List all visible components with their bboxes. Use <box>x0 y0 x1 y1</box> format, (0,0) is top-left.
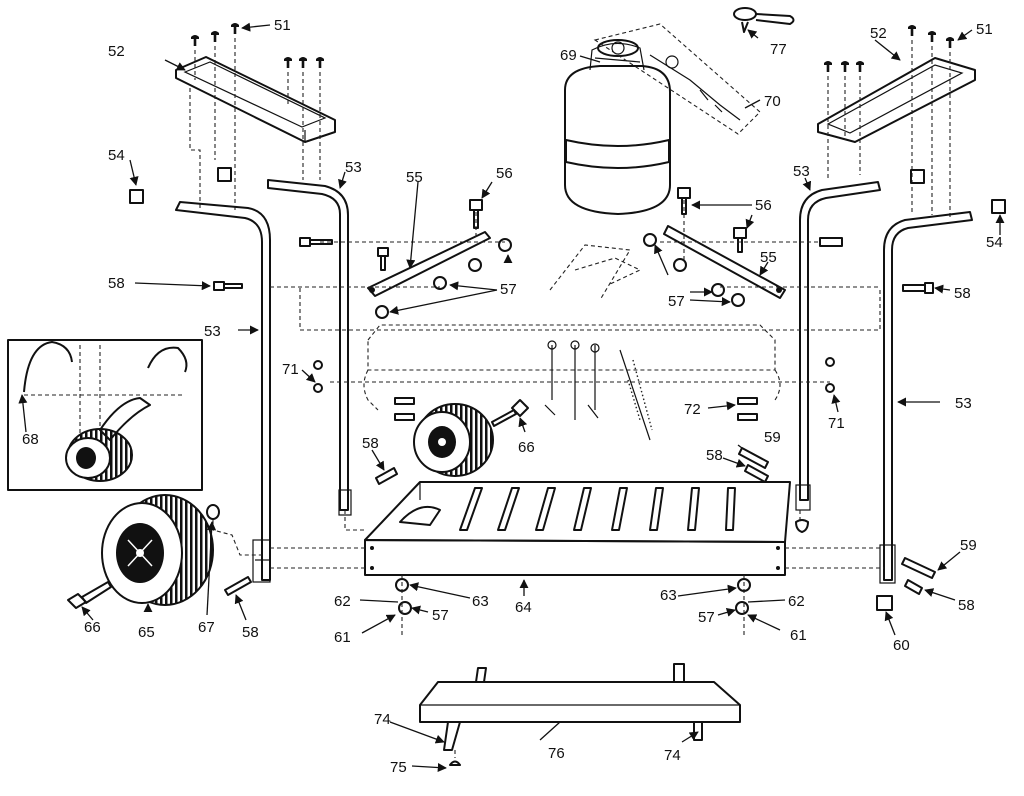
right-shelf-guides <box>827 40 951 220</box>
callout-62: 62 <box>334 593 351 610</box>
leg-cap-60 <box>876 595 893 611</box>
propane-tank <box>564 39 671 215</box>
callout-66: 66 <box>84 619 101 636</box>
callout-75: 75 <box>390 759 407 776</box>
bottom-panel <box>419 663 741 766</box>
callout-57: 57 <box>668 293 685 310</box>
callout-53: 53 <box>204 323 221 340</box>
bolts-58-59-right <box>375 447 936 595</box>
callout-61: 61 <box>790 627 807 644</box>
right-front-leg <box>879 211 973 584</box>
callout-74: 74 <box>664 747 681 764</box>
callout-74: 74 <box>374 711 391 728</box>
callout-51: 51 <box>274 17 291 34</box>
screws-71-72 <box>313 357 835 421</box>
callout-52: 52 <box>108 43 125 60</box>
axle-bolt-66 <box>67 581 112 609</box>
callout-65: 65 <box>138 624 155 641</box>
right-leg-cap <box>991 199 1006 214</box>
right-shelf-bracket <box>817 57 976 143</box>
bottom-hardware <box>395 575 751 635</box>
callout-68: 68 <box>22 431 39 448</box>
left-rear-leg <box>267 179 352 516</box>
axle-bolt-center <box>491 399 529 427</box>
callout-71: 71 <box>828 415 845 432</box>
callout-58: 58 <box>706 447 723 464</box>
right-burner-bracket <box>663 225 786 299</box>
callout-67: 67 <box>198 619 215 636</box>
regulator-hose-kit <box>593 23 761 135</box>
callout-69: 69 <box>560 47 577 64</box>
axle-guide <box>212 520 262 556</box>
callout-54: 54 <box>108 147 125 164</box>
left-rear-leg-cap <box>217 167 232 182</box>
left-leg-cap <box>129 189 144 204</box>
callout-64: 64 <box>515 599 532 616</box>
callout-77: 77 <box>770 41 787 58</box>
callout-58: 58 <box>242 624 259 641</box>
callout-labels: 51 51 52 52 53 53 53 53 54 54 55 55 56 5… <box>22 17 1003 776</box>
callout-58: 58 <box>108 275 125 292</box>
callout-58: 58 <box>954 285 971 302</box>
callout-61: 61 <box>334 629 351 646</box>
callout-53: 53 <box>793 163 810 180</box>
callout-59: 59 <box>764 429 781 446</box>
bracket-guides <box>270 200 881 331</box>
callout-56: 56 <box>755 197 772 214</box>
caster-nut <box>795 519 809 533</box>
callout-55: 55 <box>760 249 777 266</box>
callout-70: 70 <box>764 93 781 110</box>
callout-53: 53 <box>955 395 972 412</box>
callout-63: 63 <box>472 593 489 610</box>
nuts-57 <box>375 233 745 319</box>
callout-55: 55 <box>406 169 423 186</box>
firebox-outline <box>330 324 830 411</box>
callout-58: 58 <box>958 597 975 614</box>
left-front-leg <box>175 201 271 583</box>
callout-59: 59 <box>960 537 977 554</box>
left-burner-bracket <box>367 231 491 297</box>
callout-57: 57 <box>432 607 449 624</box>
callout-62: 62 <box>788 593 805 610</box>
leader-lines <box>18 22 1005 773</box>
callout-54: 54 <box>986 234 1003 251</box>
screw-75 <box>449 760 461 766</box>
large-wheel <box>101 494 214 606</box>
left-shelf-screws <box>191 23 324 68</box>
callout-72: 72 <box>684 401 701 418</box>
ignition-key <box>733 7 795 33</box>
callout-53: 53 <box>345 159 362 176</box>
callout-57: 57 <box>500 281 517 298</box>
callout-63: 63 <box>660 587 677 604</box>
washer-67 <box>206 504 220 520</box>
right-rear-leg <box>795 181 881 511</box>
cart-bottom-shelf <box>364 481 791 576</box>
left-shelf-bracket <box>175 56 336 143</box>
callout-66: 66 <box>518 439 535 456</box>
small-wheel <box>413 403 494 477</box>
callout-52: 52 <box>870 25 887 42</box>
cart-bottom-guides <box>270 510 884 569</box>
callout-56: 56 <box>496 165 513 182</box>
callout-60: 60 <box>893 637 910 654</box>
bolt-58-left <box>224 576 252 596</box>
bolts-56 <box>377 187 747 271</box>
callout-76: 76 <box>548 745 565 762</box>
right-rear-leg-cap <box>910 169 925 184</box>
callout-51: 51 <box>976 21 993 38</box>
callout-58: 58 <box>362 435 379 452</box>
left-shelf-guides <box>189 38 321 210</box>
inset-box <box>7 339 203 491</box>
side-bolts <box>213 237 934 294</box>
callout-57: 57 <box>698 609 715 626</box>
callout-71: 71 <box>282 361 299 378</box>
burner-valve-assembly <box>544 244 653 441</box>
